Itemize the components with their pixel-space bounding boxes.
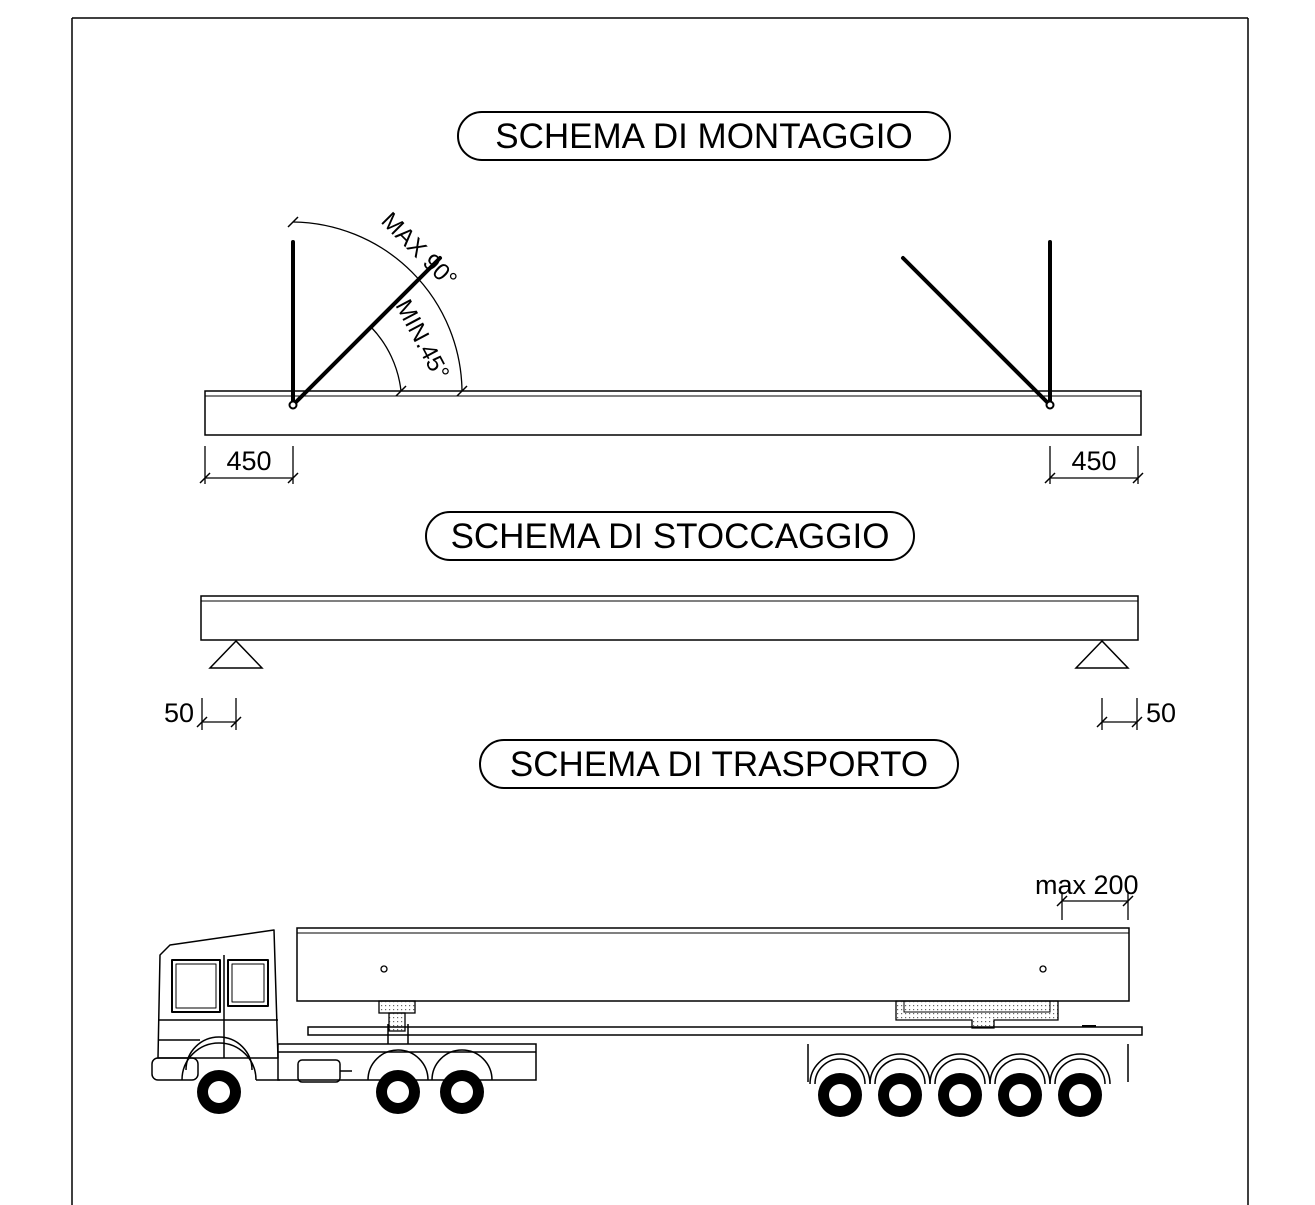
stoccaggio-supports bbox=[208, 639, 1130, 669]
trailer-wheel-1 bbox=[818, 1073, 862, 1117]
trasporto-title-box: SCHEMA DI TRASPORTO bbox=[479, 739, 959, 789]
left-support bbox=[208, 639, 264, 669]
overhang-label: max 200 bbox=[1035, 870, 1139, 900]
trailer-frame bbox=[367, 1044, 1129, 1085]
stoccaggio-title: SCHEMA DI STOCCAGGIO bbox=[451, 517, 890, 556]
overhang-dimension bbox=[1056, 892, 1134, 920]
lifting-points bbox=[288, 400, 1055, 410]
stoccaggio-title-box: SCHEMA DI STOCCAGGIO bbox=[425, 511, 915, 561]
stoccaggio-dim-right: 50 bbox=[1146, 698, 1176, 728]
drive-wheel-1 bbox=[376, 1070, 420, 1114]
transported-beam bbox=[296, 927, 1130, 1002]
trailer-wheel-3 bbox=[938, 1073, 982, 1117]
left-lifting-point bbox=[288, 400, 298, 410]
montaggio-dim-right: 450 bbox=[1071, 446, 1116, 476]
left-inclined-cable bbox=[291, 256, 442, 407]
right-inclined-cable bbox=[901, 256, 1052, 407]
truck-cab bbox=[151, 929, 280, 1081]
right-lifting-point bbox=[1045, 400, 1055, 410]
sheet-border bbox=[71, 17, 1249, 1205]
min-angle-arc bbox=[370, 326, 402, 392]
right-support bbox=[1074, 639, 1130, 669]
trailer-wheel-5 bbox=[1058, 1073, 1102, 1117]
trasporto-section: SCHEMA DI TRASPORTO max 200 bbox=[151, 739, 1143, 1117]
stoccaggio-dim-left: 50 bbox=[164, 698, 194, 728]
angle-arcs bbox=[287, 216, 468, 397]
montaggio-dim-left: 450 bbox=[226, 446, 271, 476]
lifting-cables bbox=[291, 240, 1052, 407]
stoccaggio-beam bbox=[200, 595, 1139, 641]
drive-wheel-2 bbox=[440, 1070, 484, 1114]
montaggio-section: SCHEMA DI MONTAGGIO MAX 90° MIN.45° bbox=[199, 111, 1144, 484]
stoccaggio-dimensions bbox=[196, 698, 1143, 730]
trailer-wheel-2 bbox=[878, 1073, 922, 1117]
max-angle-arc bbox=[292, 221, 463, 392]
trailer-deck bbox=[307, 1025, 1143, 1036]
trasporto-title: SCHEMA DI TRASPORTO bbox=[510, 745, 928, 784]
montaggio-beam bbox=[204, 390, 1142, 436]
montaggio-title-box: SCHEMA DI MONTAGGIO bbox=[457, 111, 951, 161]
montaggio-title: SCHEMA DI MONTAGGIO bbox=[495, 117, 912, 156]
min-angle-label: MIN.45° bbox=[390, 295, 455, 384]
trailer-wheel-4 bbox=[998, 1073, 1042, 1117]
front-wheel bbox=[197, 1070, 241, 1114]
stoccaggio-section: SCHEMA DI STOCCAGGIO 50 50 bbox=[164, 511, 1176, 730]
montaggio-dimensions bbox=[199, 446, 1144, 484]
rear-support bbox=[895, 1000, 1059, 1029]
trailer-wheels bbox=[818, 1073, 1102, 1117]
